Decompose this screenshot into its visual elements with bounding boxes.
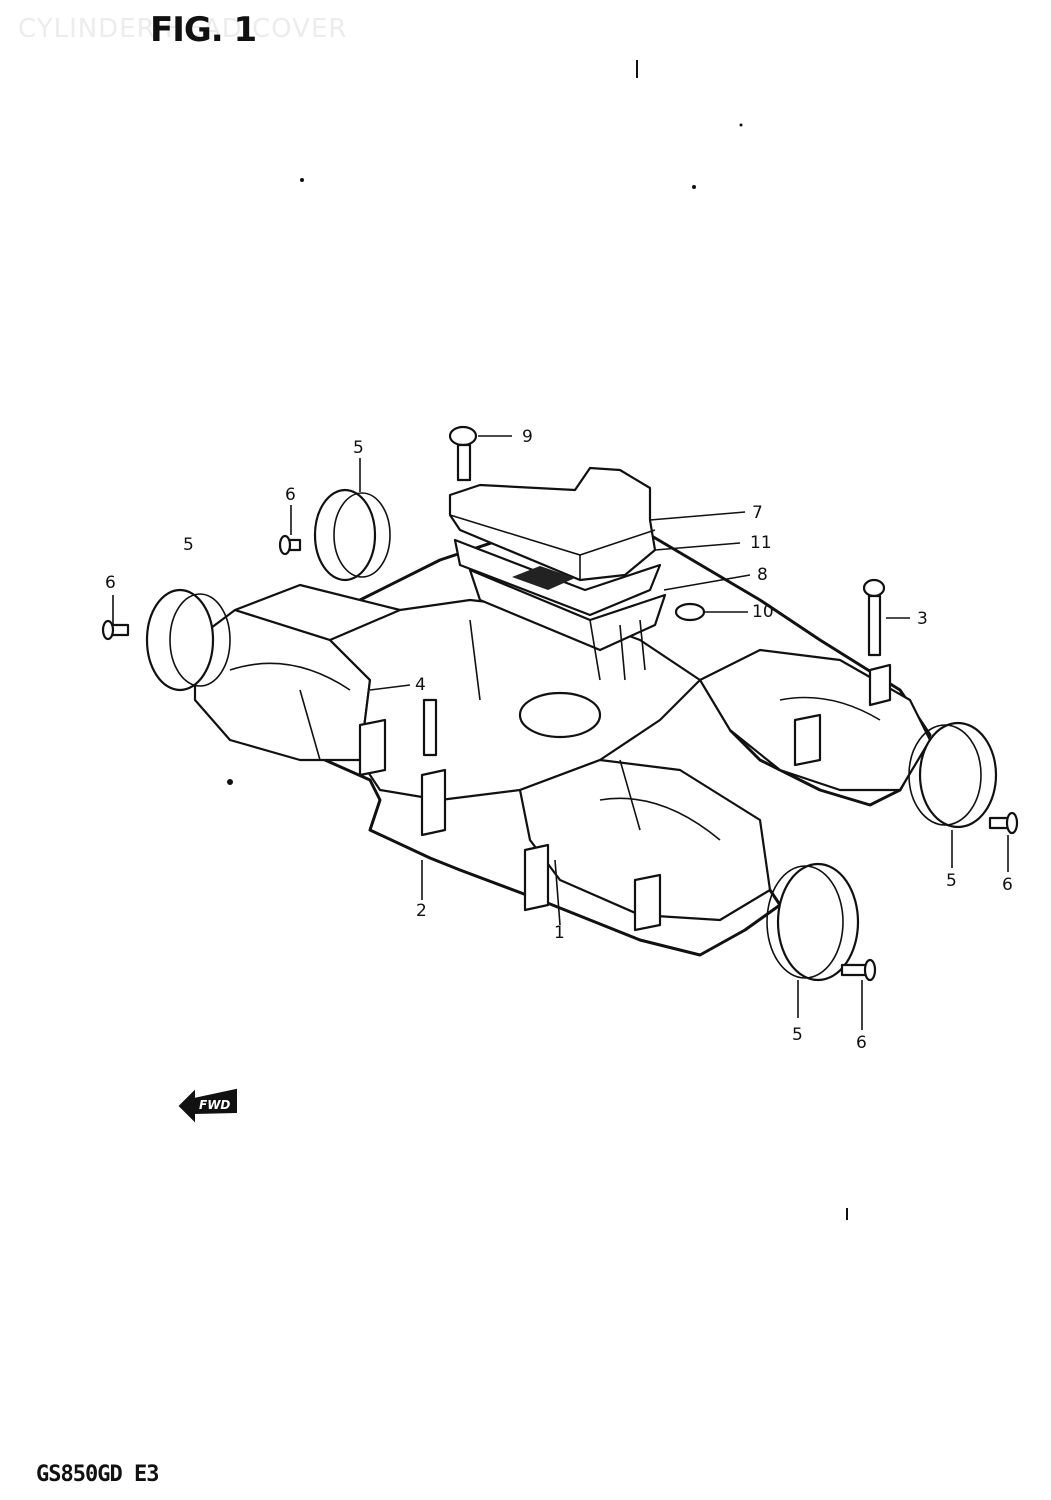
end-cap-right [908,721,998,829]
callout-1: 1 [554,923,565,943]
breather-gasket [453,538,662,617]
end-cap-screw-right [988,811,1019,835]
callout-10: 10 [752,602,774,622]
end-cap-upper-left [313,488,391,582]
callout-numbers: 9 5 6 7 11 5 8 6 10 3 4 5 6 2 1 5 6 [105,427,1013,1053]
callout-5: 5 [353,438,364,458]
callout-5: 5 [792,1025,803,1045]
callout-6: 6 [1002,875,1013,895]
breather-cover-bolt [448,425,478,482]
callout-3: 3 [917,609,928,629]
cylinder-head-cover-body [193,518,932,957]
end-cap-screw-front-right [840,958,877,982]
leader-lines [112,435,1009,1030]
callout-6: 6 [105,573,116,593]
callout-8: 8 [757,565,768,585]
forward-direction-arrow: FWD [178,1088,237,1123]
scan-specks [227,60,848,1220]
model-code: GS850GD E3 [36,1462,159,1487]
end-cap-screw-upper-left [278,534,302,556]
callout-9: 9 [522,427,533,447]
callout-11: 11 [750,533,772,553]
callout-6: 6 [856,1033,867,1053]
cover-bolt-right [862,578,886,657]
callout-5: 5 [946,871,957,891]
callout-4: 4 [415,675,426,695]
callout-2: 2 [416,901,427,921]
ghost-title: CYLINDER HEAD COVER [18,14,348,44]
cover-gasket [204,518,932,957]
callout-6: 6 [285,485,296,505]
end-cap-front-right [766,862,860,982]
callout-5: 5 [183,535,194,555]
end-cap-screw-left [101,619,130,641]
cover-bolt-center [422,698,438,757]
breather-seal [674,602,706,622]
forward-arrow-label: FWD [199,1098,230,1112]
callout-7: 7 [752,503,763,523]
figure-label: FIG. 1 [150,10,257,50]
end-cap-left [145,588,231,692]
